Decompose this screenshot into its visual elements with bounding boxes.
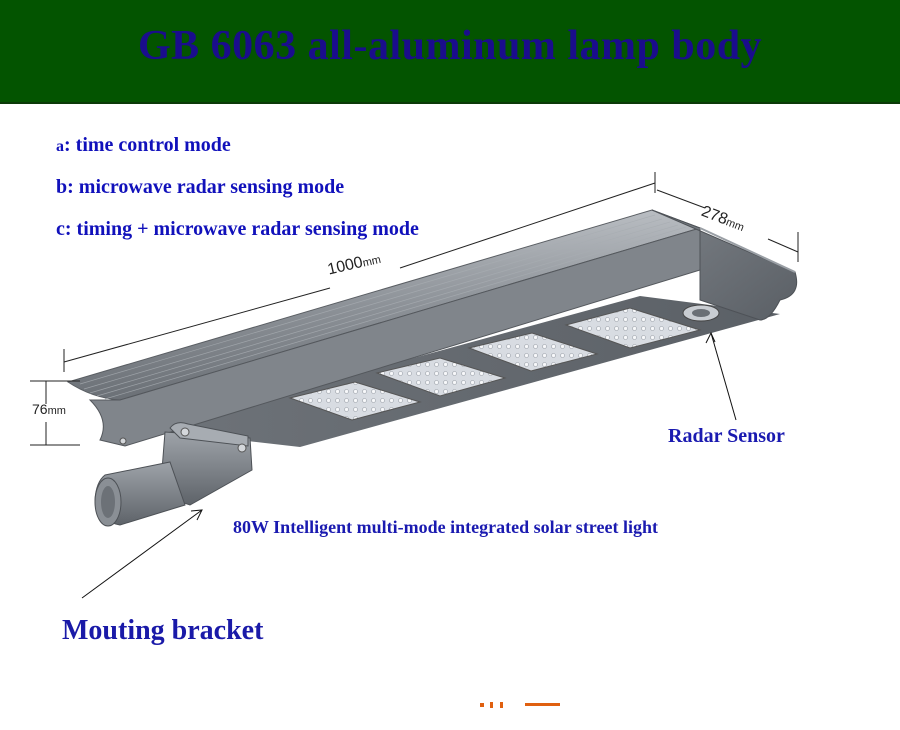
led-module-3 bbox=[467, 332, 599, 372]
mode-b-line: b: microwave radar sensing mode bbox=[56, 176, 344, 199]
mode-c-line: c: timing + microwave radar sensing mode bbox=[56, 218, 419, 241]
radar-sensor-label: Radar Sensor bbox=[668, 425, 785, 447]
mode-a-line: a: time control mode bbox=[56, 134, 231, 157]
dimension-length-unit: mm bbox=[361, 253, 383, 270]
dimension-line-width bbox=[656, 189, 799, 262]
bracket-pointer-arrow bbox=[81, 509, 203, 599]
dimension-line-length bbox=[63, 172, 656, 372]
dimension-height-value: 76 bbox=[32, 401, 48, 417]
dimension-height-label: 76mm bbox=[32, 401, 66, 417]
dimension-line-height bbox=[30, 380, 80, 446]
mode-c-text: : timing + microwave radar sensing mode bbox=[64, 218, 419, 240]
led-module-1 bbox=[288, 381, 422, 421]
led-module-2 bbox=[375, 357, 507, 397]
orange-fragment-decoration bbox=[480, 702, 560, 708]
banner-title: GB 6063 all-aluminum lamp body bbox=[137, 23, 763, 69]
lamp-end-cap bbox=[651, 209, 798, 321]
mode-b-prefix: b bbox=[56, 176, 68, 198]
mode-b-text: : microwave radar sensing mode bbox=[67, 176, 345, 198]
mode-a-text: : time control mode bbox=[64, 134, 231, 156]
radar-sensor bbox=[682, 304, 720, 322]
title-banner: GB 6063 all-aluminum lamp body bbox=[0, 0, 900, 104]
dimension-height-unit: mm bbox=[47, 405, 66, 417]
mounting-bracket-graphic bbox=[94, 422, 253, 527]
radar-pointer-arrow bbox=[705, 331, 737, 421]
mode-c-prefix: c bbox=[56, 218, 65, 240]
led-module-4 bbox=[564, 307, 702, 349]
product-description: 80W Intelligent multi-mode integrated so… bbox=[233, 517, 658, 537]
mode-a-prefix: a bbox=[56, 138, 64, 155]
lamp-housing bbox=[66, 209, 702, 447]
mounting-bracket-label: Mouting bracket bbox=[62, 615, 264, 646]
